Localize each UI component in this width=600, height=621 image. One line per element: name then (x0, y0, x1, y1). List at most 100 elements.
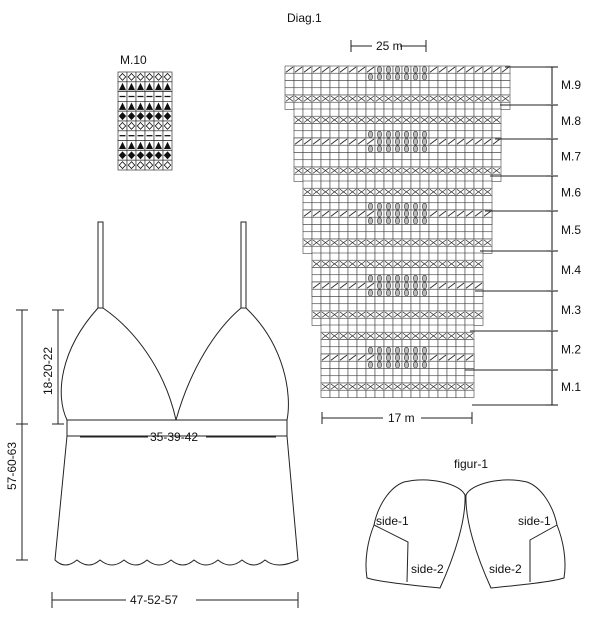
m10-diamond-symbol (118, 72, 127, 81)
diagram-oval-symbol (385, 346, 391, 354)
diagram-cross-symbol (366, 239, 375, 246)
diagram-oval-symbol (403, 217, 409, 225)
diagram-cell (284, 87, 295, 96)
diagram-cell (419, 245, 430, 254)
diagram-cell (347, 173, 358, 182)
diagram-cell (437, 173, 448, 182)
diagram-cross-symbol (303, 116, 312, 123)
diagram-cross-symbol (330, 332, 339, 339)
diagram-cross-symbol (393, 95, 402, 102)
diagram-cell (446, 152, 457, 161)
m10-triangle-symbol (154, 82, 163, 91)
diagram-cell (473, 274, 484, 283)
diagram-cell (473, 173, 484, 182)
diagram-cell (356, 296, 367, 305)
right-cup-figure: side-1 side-2 (465, 479, 566, 589)
diagram-cross-symbol (447, 239, 456, 246)
diagram-oval-symbol (421, 202, 427, 210)
diagram-cross-symbol (348, 188, 357, 195)
diagram-cell (320, 224, 331, 233)
diagram-cell (446, 159, 457, 168)
diagram-cell (383, 368, 394, 377)
diagram-cell (329, 72, 340, 81)
diagram-cell (455, 130, 466, 139)
diagram-cell (500, 72, 511, 81)
diagram-cell (347, 368, 358, 377)
diagram-cross-symbol (375, 239, 384, 246)
diagram-cell (437, 375, 448, 384)
left-cup-side1: side-1 (376, 514, 409, 528)
diagram-slash-symbol (294, 138, 303, 145)
diagram-cell (329, 195, 340, 204)
diagram-cell (401, 296, 412, 305)
diagram-cell (320, 317, 331, 326)
diagram-cell (365, 368, 376, 377)
diagram-cross-symbol (465, 116, 474, 123)
diagram-cell (437, 224, 448, 233)
diagram-cell (329, 231, 340, 240)
diagram-cell (482, 224, 493, 233)
diagram-cell (437, 231, 448, 240)
diagram-cross-symbol (348, 332, 357, 339)
diagram-cross-symbol (393, 188, 402, 195)
diagram-oval-symbol (421, 354, 427, 362)
diagram-cross-symbol (393, 311, 402, 318)
diagram-cell (365, 317, 376, 326)
diagram-cell (419, 231, 430, 240)
diagram-slash-symbol (429, 354, 438, 361)
diagram-cross-symbol (447, 311, 456, 318)
diagram-cell (455, 224, 466, 233)
diagram-cell (374, 375, 385, 384)
diagram-cell (446, 368, 457, 377)
diagram-cell (284, 80, 295, 89)
diagram-slash-symbol (285, 66, 294, 73)
diagram-cross-symbol (375, 116, 384, 123)
diagram-cross-symbol (420, 311, 429, 318)
diagram-cell (356, 152, 367, 161)
diagram-cross-symbol (447, 116, 456, 123)
m10-diamond-symbol (145, 151, 154, 160)
diagram-cell (428, 144, 439, 153)
diagram-cell (365, 123, 376, 132)
diagram-cross-symbol (357, 116, 366, 123)
diagram-cross-symbol (483, 116, 492, 123)
diagram-cell (329, 360, 340, 369)
chart-m10-grid (117, 71, 173, 171)
diagram-cell (356, 389, 367, 398)
diagram-cell (329, 123, 340, 132)
diagram-oval-symbol (394, 217, 400, 225)
diagram-cell (464, 375, 475, 384)
diagram-cell (473, 288, 484, 297)
diagram-cell (437, 303, 448, 312)
diagram-cell (356, 368, 367, 377)
diagram-cell (347, 324, 358, 333)
diagram-cell (428, 202, 439, 211)
diagram-slash-symbol (492, 66, 501, 73)
diagram-cell (428, 324, 439, 333)
diagram-cross-symbol (429, 260, 438, 267)
diagram-cross-symbol (456, 188, 465, 195)
diagram-cell (401, 303, 412, 312)
diagram-cell (338, 267, 349, 276)
diagram-cell (455, 216, 466, 225)
diagram-oval-symbol (376, 361, 382, 369)
diagram-cell (338, 144, 349, 153)
diagram-cell (302, 202, 313, 211)
diagram-oval-symbol (421, 210, 427, 218)
m10-diamond-symbol (154, 161, 163, 170)
diagram-cell (338, 296, 349, 305)
diagram-oval-symbol (385, 66, 391, 74)
diagram-cross-symbol (483, 239, 492, 246)
diagram-cell (383, 389, 394, 398)
diagram-oval-symbol (376, 210, 382, 218)
diagram-cell (455, 87, 466, 96)
diagram-cell (473, 144, 484, 153)
diagram-cell (437, 101, 448, 110)
diagram-cell (464, 130, 475, 139)
diagram-cell (320, 324, 331, 333)
diagram-cell (446, 231, 457, 240)
diagram-cell (446, 296, 457, 305)
diagram-cell (500, 101, 511, 110)
diagram-cell (311, 317, 322, 326)
